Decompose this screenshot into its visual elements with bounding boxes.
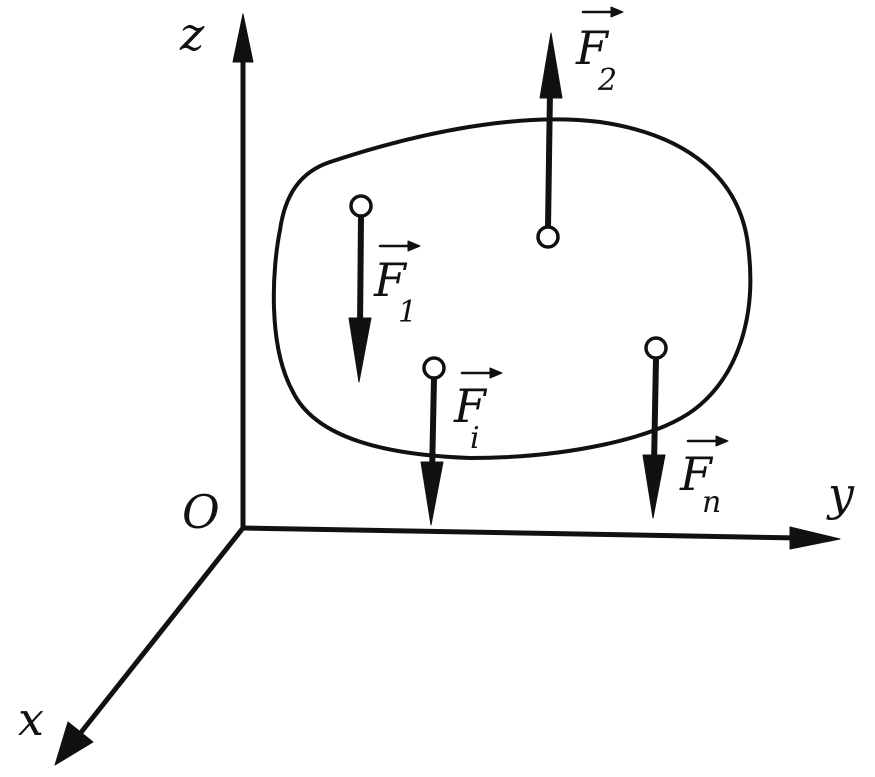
x-axis-label: x xyxy=(18,692,44,746)
force-f1-label: F 1 xyxy=(373,240,421,330)
z-axis-label: z xyxy=(179,7,205,61)
origin-label: O xyxy=(182,485,220,539)
coordinate-axes: z y x O xyxy=(18,7,855,766)
force-f2-label: F 2 xyxy=(575,6,624,98)
force-f2: F 2 xyxy=(536,6,624,249)
force-fi-arrowhead xyxy=(420,461,444,526)
force-f2-arrowhead xyxy=(539,32,563,99)
force-f1-symbol: F xyxy=(373,253,408,307)
y-axis xyxy=(240,525,803,541)
force-f1-vector-arrow xyxy=(407,240,421,252)
force-f1-subscript: 1 xyxy=(398,295,417,330)
force-fn-label: F n xyxy=(679,435,729,520)
force-fn-shaft xyxy=(651,355,659,468)
force-fn-application-point xyxy=(644,336,668,360)
force-fn-vector-arrow xyxy=(715,435,729,447)
x-axis-arrowhead xyxy=(54,721,94,766)
force-fi-vector-arrow xyxy=(489,367,503,379)
force-f2-subscript: 2 xyxy=(597,63,617,98)
force-fi: F i xyxy=(420,356,503,526)
force-f1-shaft xyxy=(357,213,364,333)
force-fn: F n xyxy=(642,336,729,520)
x-axis xyxy=(72,525,246,743)
y-axis-label: y xyxy=(826,467,855,521)
z-axis-arrowhead xyxy=(232,13,254,63)
body-outline xyxy=(271,117,753,460)
force-f2-application-point xyxy=(536,225,560,249)
force-fi-symbol: F xyxy=(453,379,488,433)
force-fi-shaft xyxy=(429,375,437,478)
force-fi-application-point xyxy=(422,356,446,380)
force-f1-arrowhead xyxy=(348,317,372,383)
force-fi-subscript: i xyxy=(470,421,480,456)
force-fn-arrowhead xyxy=(642,454,666,519)
force-fn-symbol: F xyxy=(679,447,714,501)
force-f2-shaft xyxy=(545,87,553,231)
y-axis-arrowhead xyxy=(789,526,841,550)
force-f2-vector-arrow xyxy=(610,6,624,18)
force-fi-label: F i xyxy=(453,367,503,456)
force-fn-subscript: n xyxy=(702,485,721,520)
force-f1-application-point xyxy=(349,194,373,218)
force-f2-symbol: F xyxy=(575,21,610,75)
force-f1: F 1 xyxy=(348,194,421,383)
